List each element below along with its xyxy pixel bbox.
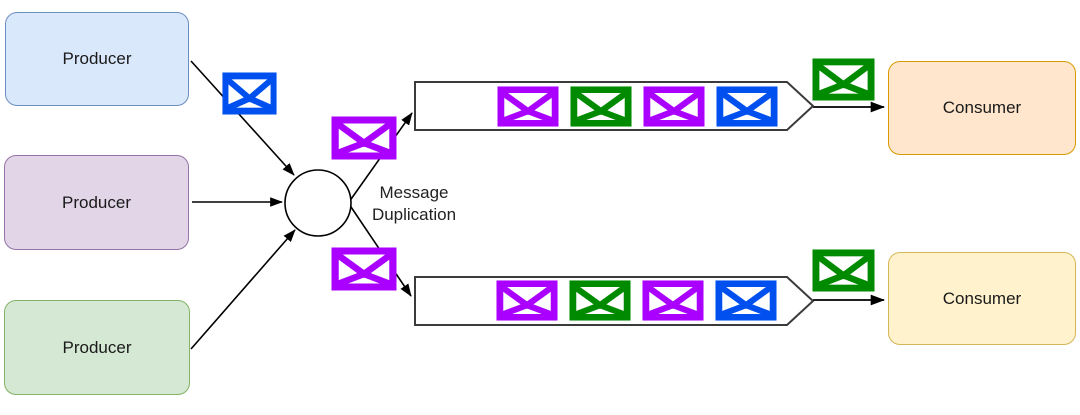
producer-3-label: Producer — [62, 337, 132, 357]
top-queue-messages — [497, 86, 778, 127]
green-envelope-icon — [812, 249, 875, 292]
edge-message-producer-to-duplicator — [222, 72, 277, 115]
consumer-node-1: Consumer — [888, 61, 1076, 155]
queued-message — [643, 86, 705, 127]
duplicator-node — [284, 169, 352, 237]
duplicator-label-line1: Message — [379, 183, 449, 202]
green-envelope-icon — [812, 58, 875, 101]
queued-message — [569, 280, 631, 321]
edge-producer3-to-duplicator — [190, 229, 296, 350]
blue-envelope-icon — [716, 86, 778, 127]
purple-envelope-icon — [331, 247, 397, 291]
queued-message — [570, 86, 632, 127]
duplicator-label: Message Duplication — [352, 182, 476, 226]
blue-envelope-icon — [222, 72, 277, 115]
consumer-1-label: Consumer — [942, 98, 1022, 117]
producer-node-1: Producer — [5, 12, 189, 106]
producer-1-label: Producer — [62, 49, 132, 68]
blue-envelope-icon — [715, 280, 777, 321]
green-envelope-icon — [569, 280, 631, 321]
purple-envelope-icon — [643, 86, 705, 127]
producer-2-label: Producer — [62, 192, 131, 212]
green-envelope-icon — [570, 86, 632, 127]
queued-message — [715, 280, 777, 321]
producer-node-2: Producer — [4, 155, 189, 250]
queued-message — [642, 280, 704, 321]
edge-producer1-to-duplicator — [190, 60, 295, 176]
edge-message-top-queue-to-consumer — [812, 58, 875, 101]
purple-envelope-icon — [497, 86, 559, 127]
queued-message — [496, 280, 558, 321]
edge-message-duplicator-to-top-queue — [331, 116, 397, 160]
duplicator-label-line2: Duplication — [371, 205, 457, 224]
purple-envelope-icon — [331, 116, 397, 160]
producer-node-3: Producer — [4, 300, 190, 395]
consumer-2-label: Consumer — [942, 288, 1022, 308]
queued-message — [716, 86, 778, 127]
bottom-queue-messages — [496, 280, 777, 321]
consumer-node-2: Consumer — [888, 252, 1076, 345]
queued-message — [497, 86, 559, 127]
purple-envelope-icon — [496, 280, 558, 321]
edge-message-bottom-queue-to-consumer — [812, 249, 875, 292]
edge-message-duplicator-to-bottom-queue — [331, 247, 397, 291]
purple-envelope-icon — [642, 280, 704, 321]
